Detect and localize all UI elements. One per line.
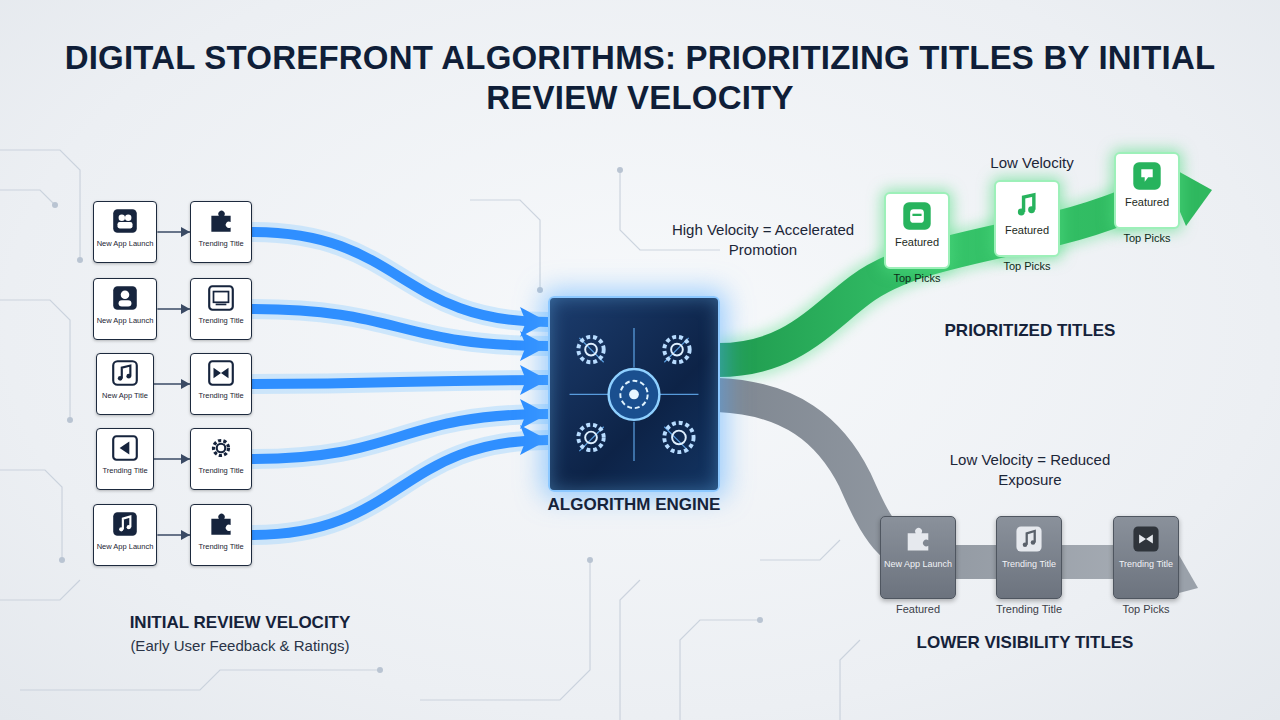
app-tile: Trending Title xyxy=(190,428,252,490)
app-tile: New App Launch xyxy=(93,504,158,566)
connector xyxy=(252,440,548,535)
node-label: Featured xyxy=(895,236,939,248)
annotation-label: (Early User Feedback & Ratings) xyxy=(80,636,400,656)
node-label: Featured xyxy=(1005,224,1049,236)
annotation-label: PRIORITIZED TITLES xyxy=(910,320,1150,342)
node-caption: ALGORITHM ENGINE xyxy=(548,495,721,515)
app-icon xyxy=(901,200,933,232)
annotation-label: INITIAL REVIEW VELOCITY xyxy=(80,612,400,634)
node-label: Trending Title xyxy=(198,391,243,400)
annotation-label: LOWER VISIBILITY TITLES xyxy=(885,632,1165,654)
algorithm-engine: ALGORITHM ENGINE xyxy=(548,296,720,492)
small-arrow xyxy=(154,458,190,460)
velocity-arrow xyxy=(252,380,548,384)
node-label: Featured xyxy=(1125,196,1169,208)
diagram-title: DIGITAL STOREFRONT ALGORITHMS: PRIORITIZ… xyxy=(60,38,1220,117)
featured-card: FeaturedTop Picks xyxy=(884,192,950,269)
app-icon xyxy=(206,509,236,539)
small-arrow xyxy=(157,534,190,536)
circuit-dots xyxy=(52,167,763,673)
small-arrow xyxy=(157,308,190,310)
app-icon xyxy=(206,433,236,463)
app-icon xyxy=(902,523,934,555)
node-caption: Trending Title xyxy=(996,603,1062,615)
node-caption: Top Picks xyxy=(1123,232,1170,244)
connector-glow xyxy=(252,380,548,384)
velocity-arrow xyxy=(252,309,548,346)
node-caption: Top Picks xyxy=(1122,603,1169,615)
velocity-arrow xyxy=(252,440,548,535)
app-icon xyxy=(110,358,140,388)
app-icon xyxy=(110,509,140,539)
connector xyxy=(157,232,190,233)
connector xyxy=(157,535,190,536)
node-label: Trending Title xyxy=(198,316,243,325)
app-icon xyxy=(206,206,236,236)
node-label: Trending Title xyxy=(102,466,147,475)
node-caption: Top Picks xyxy=(1003,260,1050,272)
connector xyxy=(154,384,190,385)
app-tile: New App Title xyxy=(96,353,154,415)
app-icon xyxy=(1011,188,1043,220)
node-label: New App Launch xyxy=(97,542,154,551)
low-visibility-card: New App LaunchFeatured xyxy=(880,516,956,599)
node-label: New App Title xyxy=(102,391,148,400)
engine-circuit xyxy=(550,298,718,490)
featured-card: FeaturedTop Picks xyxy=(994,180,1060,257)
app-icon xyxy=(1013,523,1045,555)
app-icon xyxy=(1130,523,1162,555)
node-label: Trending Title xyxy=(198,542,243,551)
node-caption: Top Picks xyxy=(893,272,940,284)
node-label: Trending Title xyxy=(1002,559,1056,569)
node-label: New App Launch xyxy=(97,316,154,325)
low-visibility-card: Trending TitleTrending Title xyxy=(996,516,1062,599)
featured-card: FeaturedTop Picks xyxy=(1114,152,1180,229)
app-tile: Trending Title xyxy=(96,428,154,490)
node-label: Trending Title xyxy=(198,466,243,475)
app-tile: New App Launch xyxy=(93,201,158,263)
app-icon xyxy=(206,358,236,388)
app-tile: Trending Title xyxy=(190,504,252,566)
connector-glow xyxy=(252,309,548,346)
app-icon xyxy=(110,206,140,236)
connector xyxy=(157,309,190,310)
annotation-label: Low Velocity = Reduced Exposure xyxy=(945,450,1115,489)
app-tile: New App Launch xyxy=(93,278,158,340)
connector xyxy=(154,459,190,460)
node-label: Trending Title xyxy=(198,239,243,248)
node-caption: Featured xyxy=(896,603,940,615)
app-icon xyxy=(206,283,236,313)
app-icon xyxy=(110,433,140,463)
app-tile: Trending Title xyxy=(190,353,252,415)
app-tile: Trending Title xyxy=(190,201,252,263)
node-label: Trending Title xyxy=(1119,559,1173,569)
small-arrow xyxy=(157,231,190,233)
connector xyxy=(252,380,548,384)
annotation-label: High Velocity = Accelerated Promotion xyxy=(663,220,863,259)
node-label: New App Launch xyxy=(97,239,154,248)
app-icon xyxy=(1131,160,1163,192)
annotation-label: Low Velocity xyxy=(972,153,1092,173)
node-label: New App Launch xyxy=(884,559,952,569)
reduced-exposure-band xyxy=(718,395,1198,598)
small-arrow xyxy=(154,383,190,385)
app-tile: Trending Title xyxy=(190,278,252,340)
connector xyxy=(252,309,548,346)
low-visibility-card: Trending TitleTop Picks xyxy=(1113,516,1179,599)
app-icon xyxy=(110,283,140,313)
connector-glow xyxy=(252,440,548,535)
